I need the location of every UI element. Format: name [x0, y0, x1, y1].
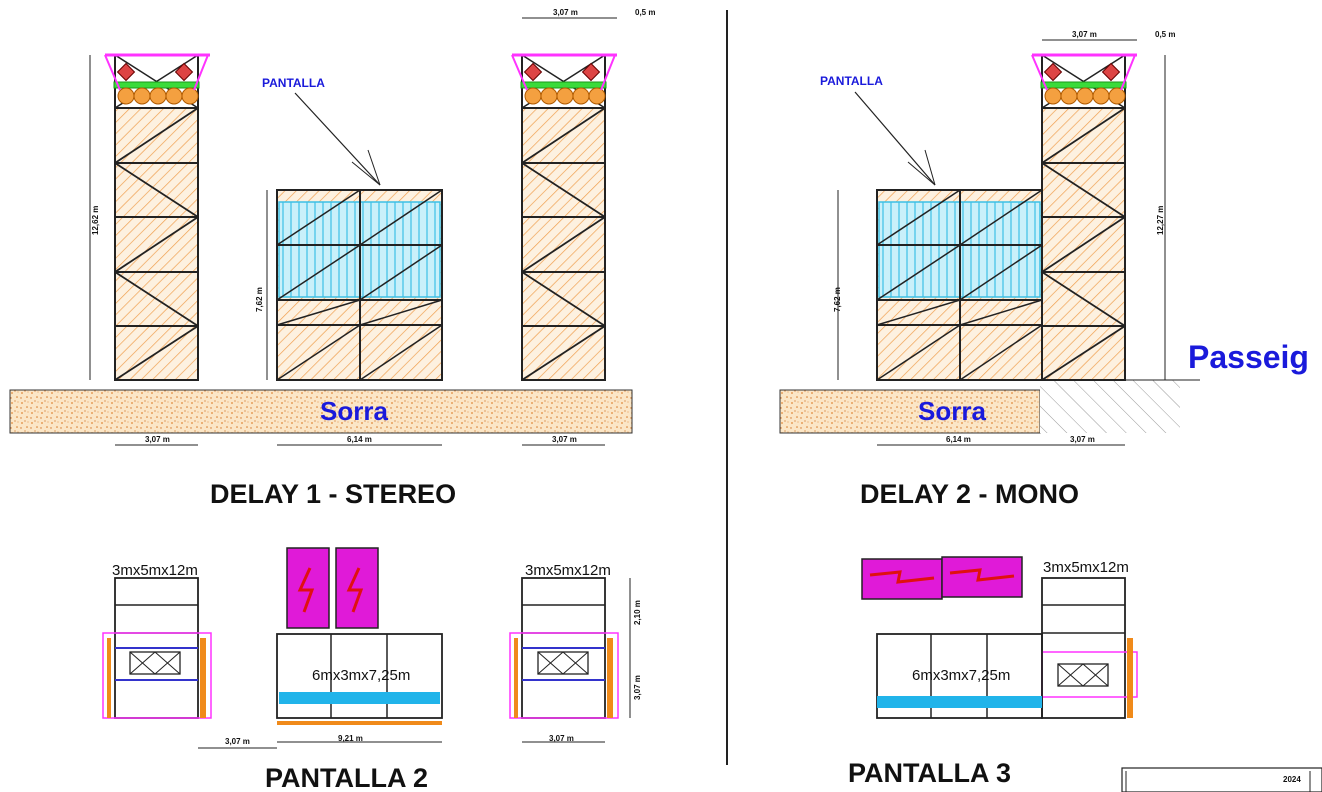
dim-tower-delay2: 3,07 m — [1070, 435, 1095, 444]
delay2-elevation: Sorra Passeig — [779, 30, 1309, 509]
dim-offset-left: 0,5 m — [635, 8, 655, 17]
dim-height-right: 12,27 m — [1156, 206, 1165, 235]
screen-structure-left — [276, 189, 443, 381]
plan-screen-label-right: 6mx3mx7,25m — [912, 667, 1010, 684]
dim-height-left: 12,62 m — [91, 206, 100, 235]
plan-tower-label-left: 3mx5mx12m — [112, 562, 198, 579]
plan-tower-label-right: 3mx5mx12m — [525, 562, 611, 579]
dim-plan-depth1: 2,10 m — [633, 600, 642, 625]
dim-top-width-right: 3,07 m — [1072, 30, 1097, 39]
pantalla-label-left: PANTALLA — [262, 76, 325, 90]
dim-height-screen-right: 7,62 m — [833, 287, 842, 312]
passeig-label: Passeig — [1188, 339, 1309, 375]
sorra-label-right: Sorra — [918, 396, 986, 426]
title-block-year: 2024 — [1283, 775, 1301, 784]
tower-right — [511, 53, 617, 381]
dim-gap: 3,07 m — [225, 737, 250, 746]
pantalla3-plan: 3mx5mx12m 6mx3mx7,25m PANTALLA 3 — [848, 556, 1138, 788]
dim-tower-right: 3,07 m — [552, 435, 577, 444]
screen-panel-left — [286, 547, 330, 629]
dim-screen-left: 6,14 m — [347, 435, 372, 444]
plan-tower-label-delay2: 3mx5mx12m — [1043, 559, 1129, 576]
dim-screen-right: 6,14 m — [946, 435, 971, 444]
delay2-title: DELAY 2 - MONO — [860, 479, 1079, 509]
pantalla-label-right: PANTALLA — [820, 74, 883, 88]
sorra-label: Sorra — [320, 396, 388, 426]
delay1-title: DELAY 1 - STEREO — [210, 479, 456, 509]
street-hatch — [1040, 380, 1180, 433]
title-block: 2024 — [1121, 767, 1322, 792]
dim-screen-plan: 9,21 m — [338, 734, 363, 743]
delay1-elevation: Sorra — [9, 8, 655, 509]
dim-offset-right: 0,5 m — [1155, 30, 1175, 39]
dim-height-screen-left: 7,62 m — [255, 287, 264, 312]
ground-sand — [9, 389, 633, 434]
screen-panel-right — [335, 547, 379, 629]
pantalla2-plan: 3mx5mx12m 6mx3mx7,25m 3mx5mx12m — [102, 547, 642, 792]
dim-plan-tower-right: 3,07 m — [549, 734, 574, 743]
ground-sand-right — [779, 389, 1041, 434]
screen-structure-right — [876, 189, 1043, 381]
dim-top-width-left: 3,07 m — [553, 8, 578, 17]
tower-delay2 — [1031, 53, 1137, 381]
dim-plan-depth2: 3,07 m — [633, 675, 642, 700]
pantalla3-title: PANTALLA 3 — [848, 758, 1011, 788]
pantalla2-title: PANTALLA 2 — [265, 763, 428, 792]
plan-screen-label-left: 6mx3mx7,25m — [312, 667, 410, 684]
dim-tower-left: 3,07 m — [145, 435, 170, 444]
tower-left — [104, 53, 210, 381]
